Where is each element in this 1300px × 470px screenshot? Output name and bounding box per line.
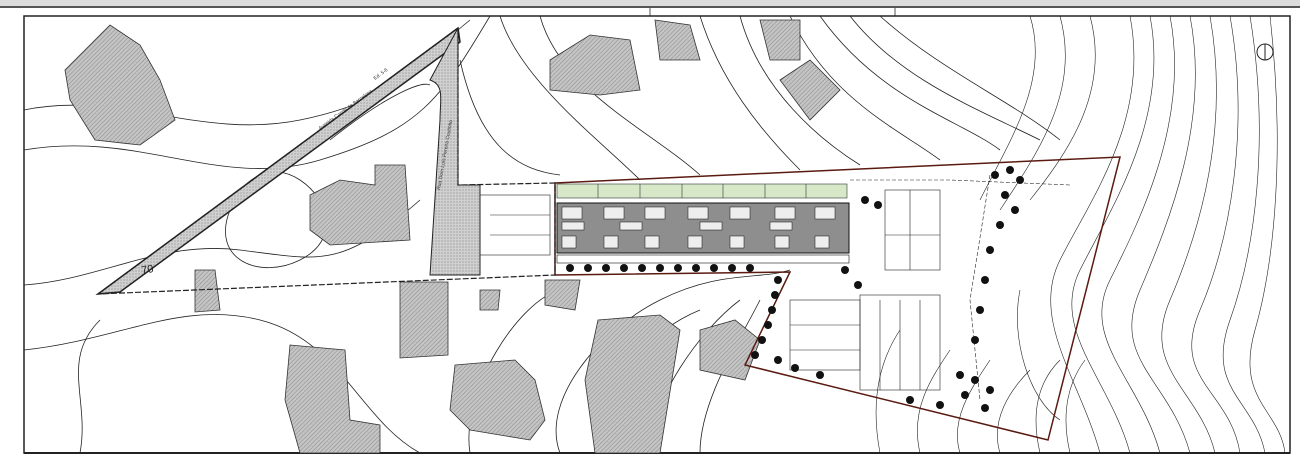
- access-road: [429, 27, 481, 276]
- road-label: Ed. 5-6: [373, 67, 390, 81]
- north-arrow-icon: [1256, 43, 1274, 61]
- contour-elevation-label: 70: [140, 263, 154, 277]
- green-garden-strips: [556, 183, 848, 199]
- steep-contour-lines: [875, 15, 1286, 454]
- plot-boundary: [96, 26, 556, 295]
- existing-buildings: [64, 19, 841, 454]
- trees: [566, 166, 1024, 412]
- site-structures: [479, 174, 1071, 401]
- proposed-housing-block: [556, 202, 850, 264]
